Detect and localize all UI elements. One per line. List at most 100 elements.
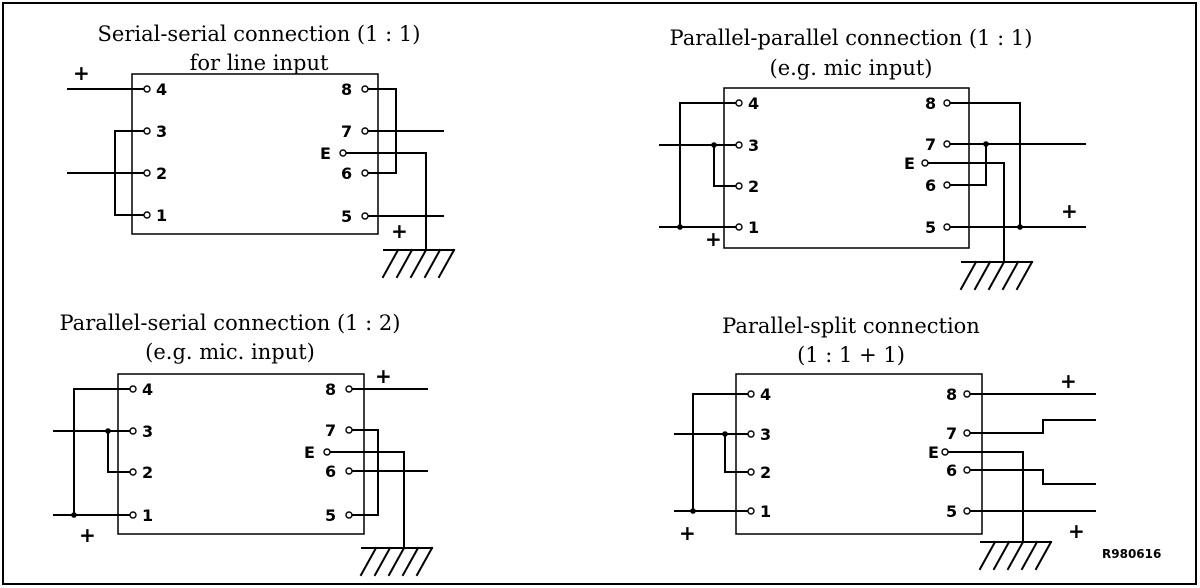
pin-7-terminal bbox=[345, 426, 353, 434]
pin-6-label: 6 bbox=[341, 164, 352, 183]
wire bbox=[927, 162, 1005, 263]
plus-sign: + bbox=[1060, 369, 1077, 393]
plus-sign: + bbox=[1061, 199, 1078, 223]
wire bbox=[969, 469, 1096, 485]
pin-8-terminal bbox=[361, 85, 369, 93]
pin-3-terminal bbox=[735, 141, 743, 149]
earth-label: E bbox=[320, 144, 331, 163]
pin-3-label: 3 bbox=[748, 136, 759, 155]
parallel-split-subtitle: (1 : 1 + 1) bbox=[797, 343, 905, 367]
pin-2-terminal bbox=[747, 468, 755, 476]
earth-terminal bbox=[941, 448, 949, 456]
junction-dot bbox=[105, 428, 111, 434]
parallel-serial-subtitle: (e.g. mic. input) bbox=[145, 340, 315, 364]
pin-6-terminal bbox=[361, 169, 369, 177]
wire bbox=[351, 429, 379, 516]
plus-sign: + bbox=[375, 364, 392, 388]
pin-6-label: 6 bbox=[325, 462, 336, 481]
junction-dot bbox=[677, 224, 683, 230]
pin-3-label: 3 bbox=[142, 422, 153, 441]
wire bbox=[73, 388, 131, 516]
pin-1-label: 1 bbox=[156, 206, 167, 225]
wire bbox=[114, 130, 145, 216]
pin-7-label: 7 bbox=[325, 421, 336, 440]
pin-8-label: 8 bbox=[946, 385, 957, 404]
pin-1-label: 1 bbox=[748, 218, 759, 237]
pin-1-terminal bbox=[129, 511, 137, 519]
pin-5-label: 5 bbox=[325, 506, 336, 525]
pin-1-label: 1 bbox=[142, 506, 153, 525]
pin-4-terminal bbox=[143, 85, 151, 93]
pin-6-terminal bbox=[345, 467, 353, 475]
pin-8-label: 8 bbox=[925, 94, 936, 113]
reference-code: R980616 bbox=[1102, 547, 1161, 561]
wire bbox=[947, 451, 1024, 543]
pin-8-label: 8 bbox=[325, 380, 336, 399]
pin-5-terminal bbox=[345, 511, 353, 519]
wire bbox=[692, 393, 749, 512]
earth-label: E bbox=[304, 443, 315, 462]
earth-label: E bbox=[904, 154, 915, 173]
parallel-split-title: Parallel-split connection bbox=[722, 314, 980, 338]
pin-2-label: 2 bbox=[748, 177, 759, 196]
pin-1-terminal bbox=[747, 507, 755, 515]
pin-3-terminal bbox=[747, 430, 755, 438]
pin-6-terminal bbox=[963, 466, 971, 474]
pin-7-label: 7 bbox=[925, 135, 936, 154]
earth-terminal bbox=[323, 448, 331, 456]
parallel-serial-title: Parallel-serial connection (1 : 2) bbox=[60, 311, 401, 335]
ground-symbol bbox=[959, 260, 1034, 291]
serial-serial-diagram: Serial-serial connection (1 : 1) for lin… bbox=[67, 22, 456, 279]
wire bbox=[342, 152, 427, 251]
earth-terminal bbox=[339, 149, 347, 157]
pin-1-label: 1 bbox=[760, 502, 771, 521]
junction-dot bbox=[722, 431, 728, 437]
pin-8-terminal bbox=[943, 99, 951, 107]
pin-3-terminal bbox=[143, 127, 151, 135]
pin-5-label: 5 bbox=[341, 207, 352, 226]
pin-6-terminal bbox=[943, 181, 951, 189]
pin-3-label: 3 bbox=[760, 425, 771, 444]
pin-7-label: 7 bbox=[341, 122, 352, 141]
pin-5-terminal bbox=[361, 212, 369, 220]
plus-sign: + bbox=[73, 61, 90, 85]
pin-1-terminal bbox=[735, 223, 743, 231]
pin-2-terminal bbox=[129, 468, 137, 476]
parallel-parallel-title: Parallel-parallel connection (1 : 1) bbox=[670, 26, 1033, 50]
pin-7-label: 7 bbox=[946, 424, 957, 443]
pin-5-label: 5 bbox=[925, 218, 936, 237]
plus-sign: + bbox=[1068, 519, 1085, 543]
pin-4-terminal bbox=[747, 390, 755, 398]
wire bbox=[713, 144, 737, 187]
plus-sign: + bbox=[391, 219, 408, 243]
junction-dot bbox=[711, 142, 717, 148]
transformer-box bbox=[117, 373, 365, 535]
pin-2-terminal bbox=[143, 169, 151, 177]
pin-7-terminal bbox=[361, 127, 369, 135]
wire bbox=[969, 419, 1096, 434]
ground-symbol bbox=[978, 540, 1053, 571]
junction-dot bbox=[1017, 224, 1023, 230]
pin-8-terminal bbox=[963, 390, 971, 398]
ground-symbol bbox=[381, 248, 456, 279]
plus-sign: + bbox=[705, 227, 722, 251]
pin-7-terminal bbox=[943, 140, 951, 148]
wire bbox=[107, 430, 131, 473]
pin-4-label: 4 bbox=[760, 385, 771, 404]
wire bbox=[679, 102, 737, 228]
pin-8-label: 8 bbox=[341, 80, 352, 99]
pin-3-label: 3 bbox=[156, 122, 167, 141]
pin-4-terminal bbox=[735, 99, 743, 107]
parallel-parallel-diagram: Parallel-parallel connection (1 : 1) (e.… bbox=[659, 26, 1086, 291]
plus-sign: + bbox=[79, 523, 96, 547]
plus-sign: + bbox=[679, 521, 696, 545]
wire bbox=[724, 433, 749, 473]
pin-6-label: 6 bbox=[925, 176, 936, 195]
pin-2-label: 2 bbox=[156, 164, 167, 183]
parallel-parallel-subtitle: (e.g. mic input) bbox=[770, 56, 933, 80]
pin-6-label: 6 bbox=[946, 461, 957, 480]
pin-3-terminal bbox=[129, 427, 137, 435]
junction-dot bbox=[690, 508, 696, 514]
serial-serial-title: Serial-serial connection (1 : 1) bbox=[98, 22, 421, 46]
